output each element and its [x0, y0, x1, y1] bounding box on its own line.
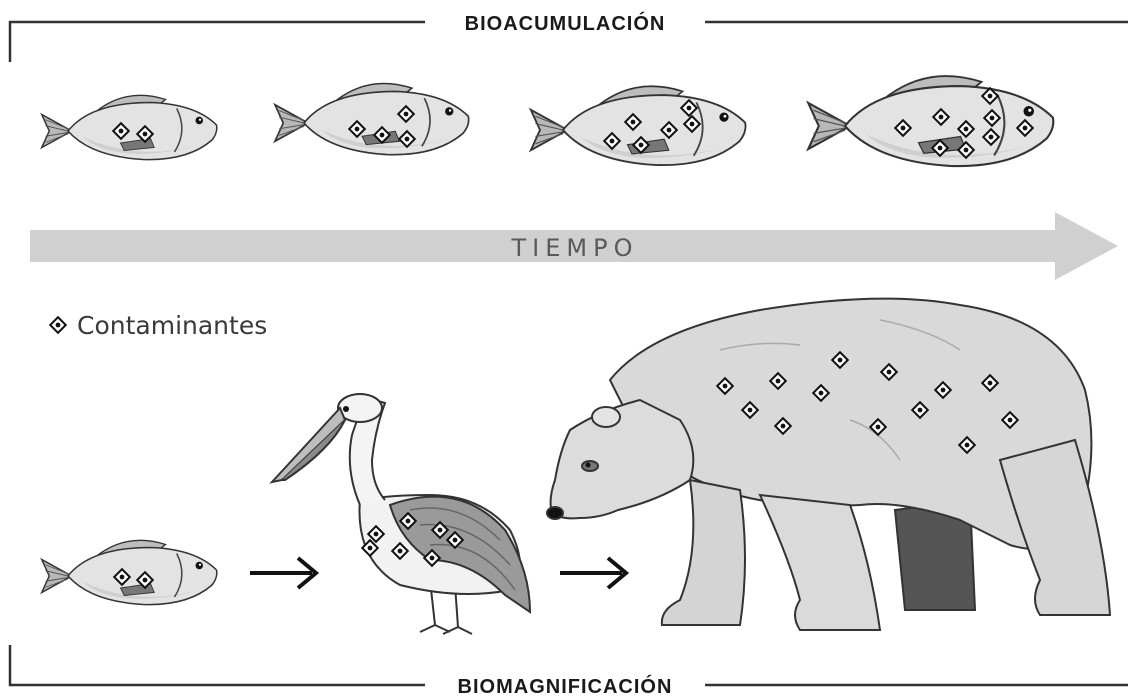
legend: Contaminantes: [50, 311, 267, 340]
bottom-fish: [42, 540, 217, 604]
contaminant-legend-icon: [50, 317, 66, 333]
fish-2: [275, 84, 469, 155]
bottom-title: BIOMAGNIFICACIÓN: [458, 674, 673, 696]
fish-4: [808, 76, 1053, 166]
polar-bear: [547, 299, 1110, 630]
top-title: BIOACUMULACIÓN: [465, 11, 666, 35]
food-chain-arrow-1: [250, 558, 316, 588]
fish-1: [42, 95, 217, 159]
pelican: [272, 394, 530, 634]
time-label: TIEMPO: [511, 234, 639, 262]
food-chain-arrow-2: [560, 558, 626, 588]
legend-label: Contaminantes: [77, 311, 267, 340]
